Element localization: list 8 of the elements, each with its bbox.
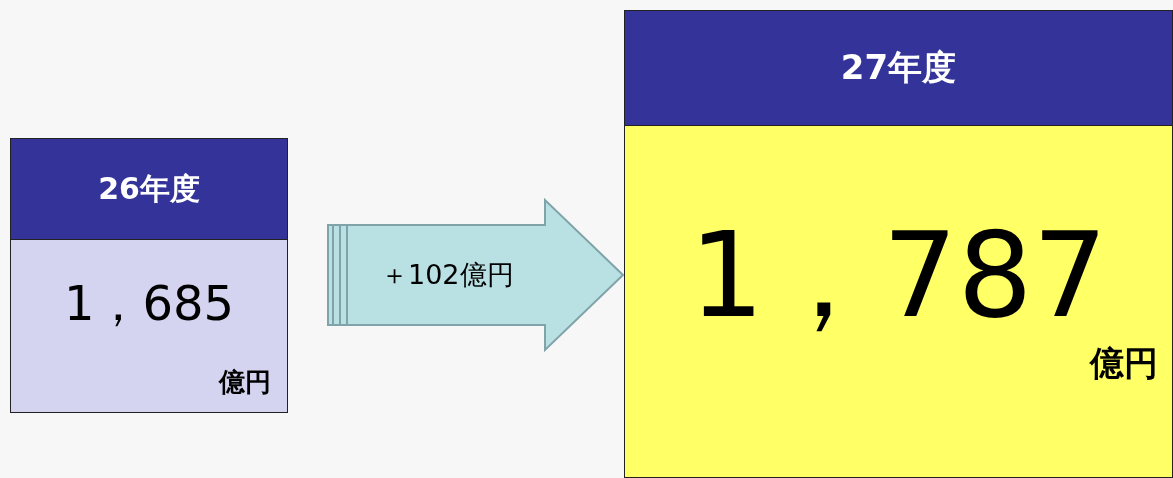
amount-card xyxy=(10,138,288,413)
unit-label: 億円 xyxy=(219,366,271,399)
unit-label: 億円 xyxy=(1090,342,1158,385)
amount-card xyxy=(624,10,1173,478)
amount-value: 1，685 xyxy=(63,275,235,331)
year-header: 27年度 xyxy=(840,46,957,89)
year-header: 26年度 xyxy=(98,169,200,208)
amount-value: 1，787 xyxy=(689,206,1108,344)
